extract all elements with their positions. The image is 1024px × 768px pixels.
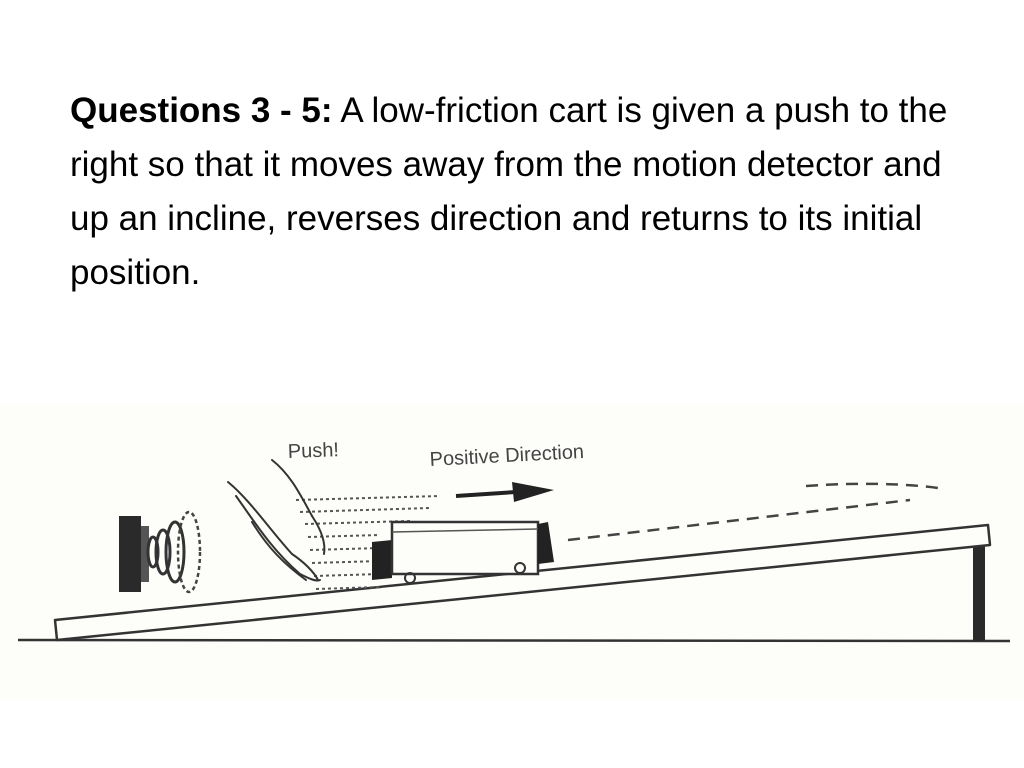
incline-diagram: Push! Positive Direction xyxy=(0,404,1024,700)
question-label: Questions 3 - 5: xyxy=(70,91,333,130)
cart-path xyxy=(567,482,939,542)
motion-detector-icon xyxy=(119,510,202,594)
push-label: Push! xyxy=(287,439,339,463)
cart xyxy=(372,520,554,584)
motion-lines xyxy=(295,495,441,590)
question-body: A low-friction cart is given a push to t… xyxy=(70,91,948,292)
incline-track xyxy=(53,523,992,642)
support-post xyxy=(973,544,985,641)
ground-line xyxy=(17,638,1011,643)
question-paragraph: Questions 3 - 5: A low-friction cart is … xyxy=(70,84,960,300)
hand-icon xyxy=(227,459,326,582)
positive-direction-arrow xyxy=(455,482,554,502)
direction-label: Positive Direction xyxy=(429,441,584,471)
